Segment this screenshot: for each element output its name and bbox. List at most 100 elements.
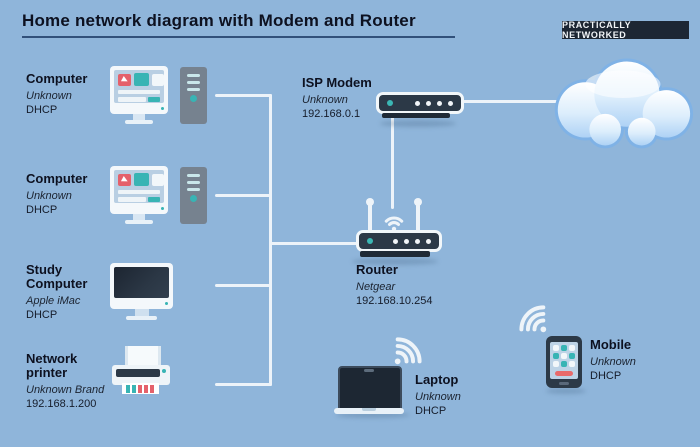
laptop-notch: [362, 408, 376, 411]
monitor-stand: [133, 214, 145, 220]
tower-slot: [187, 88, 200, 91]
mobile-label: Mobile Unknown DHCP: [590, 338, 674, 383]
device-detail: Unknown: [26, 190, 72, 202]
imac-screen: [114, 267, 169, 298]
bus-vertical: [269, 94, 272, 386]
device-address: DHCP: [415, 405, 447, 417]
cursor-icon: [120, 175, 130, 185]
modem-led: [437, 100, 442, 106]
device-detail: Unknown: [302, 94, 348, 106]
laptop-label: Laptop Unknown DHCP: [415, 373, 499, 418]
device-name: Router: [356, 262, 398, 277]
device-name: Computer: [26, 171, 88, 186]
link-computer1-bus: [215, 94, 272, 97]
router-led: [426, 238, 431, 244]
mobile-phone-icon: [546, 336, 582, 388]
phone-app-tile: [561, 361, 567, 367]
tower-slot: [187, 74, 200, 77]
device-name: Laptop: [415, 372, 459, 387]
power-led: [165, 302, 168, 305]
modem-led: [448, 100, 453, 106]
monitor-screen: [114, 70, 164, 103]
modem-shadow: [380, 120, 456, 127]
router-shadow: [352, 258, 438, 265]
device-detail: Unknown: [590, 356, 636, 368]
laptop-screen: [338, 366, 402, 410]
cursor-icon: [120, 75, 130, 85]
phone-app-tile: [561, 353, 567, 359]
ink-stripe: [138, 385, 142, 393]
screen-white-tile: [152, 74, 164, 86]
phone-app-tile: [569, 345, 575, 351]
monitor-stand: [133, 114, 145, 120]
modem-led: [415, 100, 420, 106]
link-printer-bus: [215, 383, 272, 386]
device-name: Network printer: [26, 351, 78, 380]
monitor-base: [125, 120, 153, 124]
title-underline: [22, 36, 455, 38]
mobile-shadow: [546, 388, 586, 394]
phone-screen: [550, 342, 578, 379]
router-icon: [356, 230, 442, 252]
screen-button: [148, 97, 160, 102]
link-bus-router: [269, 242, 358, 245]
brand-badge: PRACTICALLY NETWORKED: [562, 20, 689, 40]
device-detail: Apple iMac: [26, 295, 81, 307]
imac-icon: [110, 263, 180, 323]
device-address: 192.168.1.200: [26, 398, 97, 410]
power-led: [161, 107, 164, 110]
tower-slot: [187, 181, 200, 184]
laptop-wifi-icon: [394, 337, 422, 365]
phone-call-bar: [555, 371, 573, 376]
pc-tower: [180, 67, 207, 124]
device-address: 192.168.0.1: [302, 108, 361, 120]
monitor-screen: [114, 170, 164, 203]
device-name: ISP Modem: [302, 75, 372, 90]
printer-slot: [116, 369, 160, 377]
router-base: [360, 251, 430, 257]
laptop-camera: [364, 369, 374, 372]
router-wifi-icon: [384, 216, 404, 232]
printer-body: [112, 365, 170, 385]
desktop-computer-icon: [110, 166, 210, 226]
router-led: [415, 238, 420, 244]
router-led: [404, 238, 409, 244]
router-antenna: [366, 198, 374, 232]
internet-cloud-icon: [554, 58, 694, 149]
screen-bar: [118, 197, 146, 202]
printer-paper-out: [122, 383, 159, 394]
computer-1-label: Computer Unknown DHCP: [26, 72, 110, 117]
phone-app-tile: [561, 345, 567, 351]
screen-bar: [118, 190, 160, 194]
link-modem-cloud: [455, 100, 567, 103]
monitor-base: [125, 220, 153, 224]
printer-icon: [112, 346, 172, 398]
study-computer-label: Study Computer Apple iMac DHCP: [26, 263, 98, 322]
router-led: [367, 238, 373, 244]
phone-app-tile: [553, 345, 559, 351]
computer-2-label: Computer Unknown DHCP: [26, 172, 110, 217]
page-title: Home network diagram with Modem and Rout…: [22, 11, 416, 30]
modem-icon: [376, 92, 464, 114]
device-address: DHCP: [26, 204, 58, 216]
laptop-shadow: [336, 412, 410, 418]
device-address: 192.168.10.254: [356, 295, 433, 307]
device-detail: Unknown Brand: [26, 384, 105, 396]
mobile-wifi-icon: [519, 305, 547, 333]
imac-base: [126, 316, 157, 320]
tower-power-button: [190, 195, 197, 202]
imac-frame: [110, 263, 173, 309]
tower-slot: [187, 188, 200, 191]
screen-bar: [118, 97, 146, 102]
device-detail: Unknown: [415, 391, 461, 403]
ink-stripe: [132, 385, 136, 393]
router-antenna: [414, 198, 422, 232]
device-name: Computer: [26, 71, 88, 86]
device-address: DHCP: [590, 370, 622, 382]
monitor: [110, 66, 168, 114]
monitor: [110, 166, 168, 214]
device-name: Mobile: [590, 337, 632, 352]
desktop-computer-icon: [110, 66, 210, 126]
printer-paper-in: [125, 346, 161, 368]
